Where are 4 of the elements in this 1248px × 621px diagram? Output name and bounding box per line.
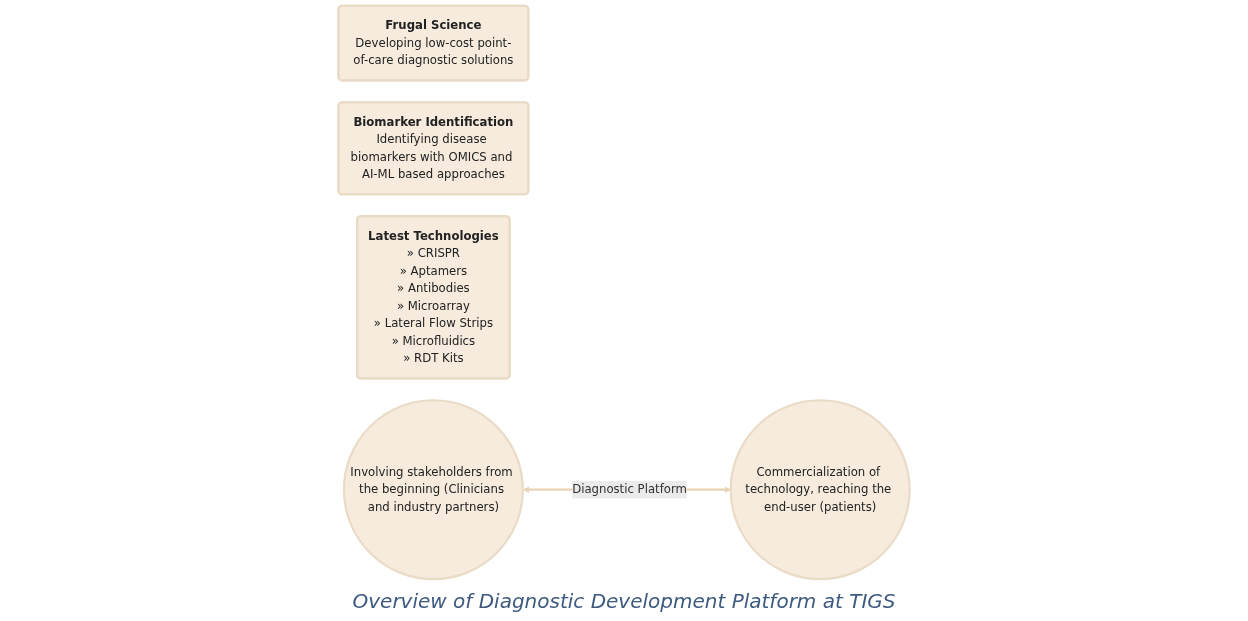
edge-label: Diagnostic Platform bbox=[572, 482, 687, 497]
node-circle: Commercialization of technology, reaching the end-user (patients) bbox=[729, 399, 911, 581]
node-circle: Involving stakeholders from the beginning (Clinicians and industry partners) bbox=[342, 399, 524, 581]
caption: Overview of Diagnostic Development Platform at TIGS bbox=[352, 589, 896, 613]
